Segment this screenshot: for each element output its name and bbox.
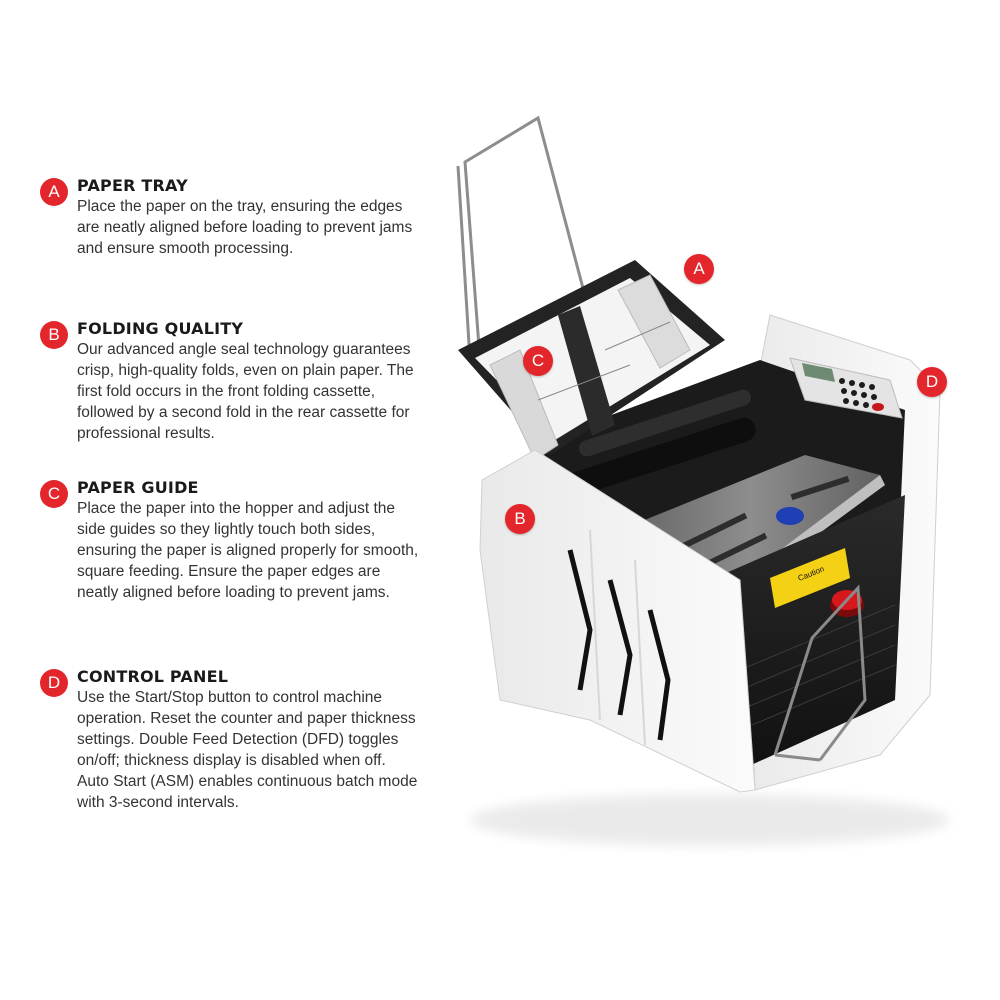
folding-cassette-chevrons	[567, 549, 671, 741]
feature-description: Use the Start/Stop button to control mac…	[77, 689, 418, 811]
badge-a: A	[40, 178, 68, 206]
machine-left-panel	[479, 449, 756, 793]
callout-b: B	[505, 504, 535, 534]
feature-title: FOLDING QUALITY	[77, 319, 244, 338]
badge-c: C	[40, 480, 68, 508]
machine-front-face	[710, 495, 905, 770]
feature-description: Our advanced angle seal technology guara…	[77, 341, 414, 442]
keypad-buttons[interactable]	[839, 378, 877, 408]
feature-paper-guide: C PAPER GUIDE Place the paper into the h…	[40, 478, 420, 603]
blue-adjust-knob	[776, 507, 804, 525]
wire-output-stacker	[773, 584, 867, 762]
callout-a: A	[684, 254, 714, 284]
feature-title: CONTROL PANEL	[77, 667, 229, 686]
callout-d: D	[917, 367, 947, 397]
feature-description: Place the paper on the tray, ensuring th…	[77, 198, 413, 257]
feature-title: PAPER GUIDE	[77, 478, 199, 497]
paper-guide-right	[617, 274, 691, 369]
start-stop-button[interactable]	[872, 403, 884, 411]
panel-grooves	[589, 529, 646, 746]
control-panel	[789, 357, 903, 419]
badge-d: D	[40, 669, 68, 697]
feature-folding-quality: B FOLDING QUALITY Our advanced angle sea…	[40, 319, 420, 444]
feature-paper-tray: A PAPER TRAY Place the paper on the tray…	[40, 176, 420, 259]
lcd-display	[802, 363, 835, 382]
paper-guide-left	[489, 349, 559, 461]
caution-label: Caution	[770, 548, 850, 608]
feature-description: Place the paper into the hopper and adju…	[77, 500, 419, 601]
tray-line	[537, 364, 631, 401]
paper-folding-machine-illustration: Caution	[456, 115, 950, 846]
wire-paper-support	[456, 115, 600, 361]
floor-shadow	[470, 794, 950, 846]
tray-line	[604, 321, 671, 351]
tray-center-rail	[558, 306, 615, 436]
feed-rollers	[564, 389, 756, 497]
feature-title: PAPER TRAY	[77, 176, 188, 195]
callout-c: C	[523, 346, 553, 376]
badge-b: B	[40, 321, 68, 349]
front-vent-lines	[739, 604, 896, 731]
feature-control-panel: D CONTROL PANEL Use the Start/Stop butto…	[40, 667, 420, 813]
